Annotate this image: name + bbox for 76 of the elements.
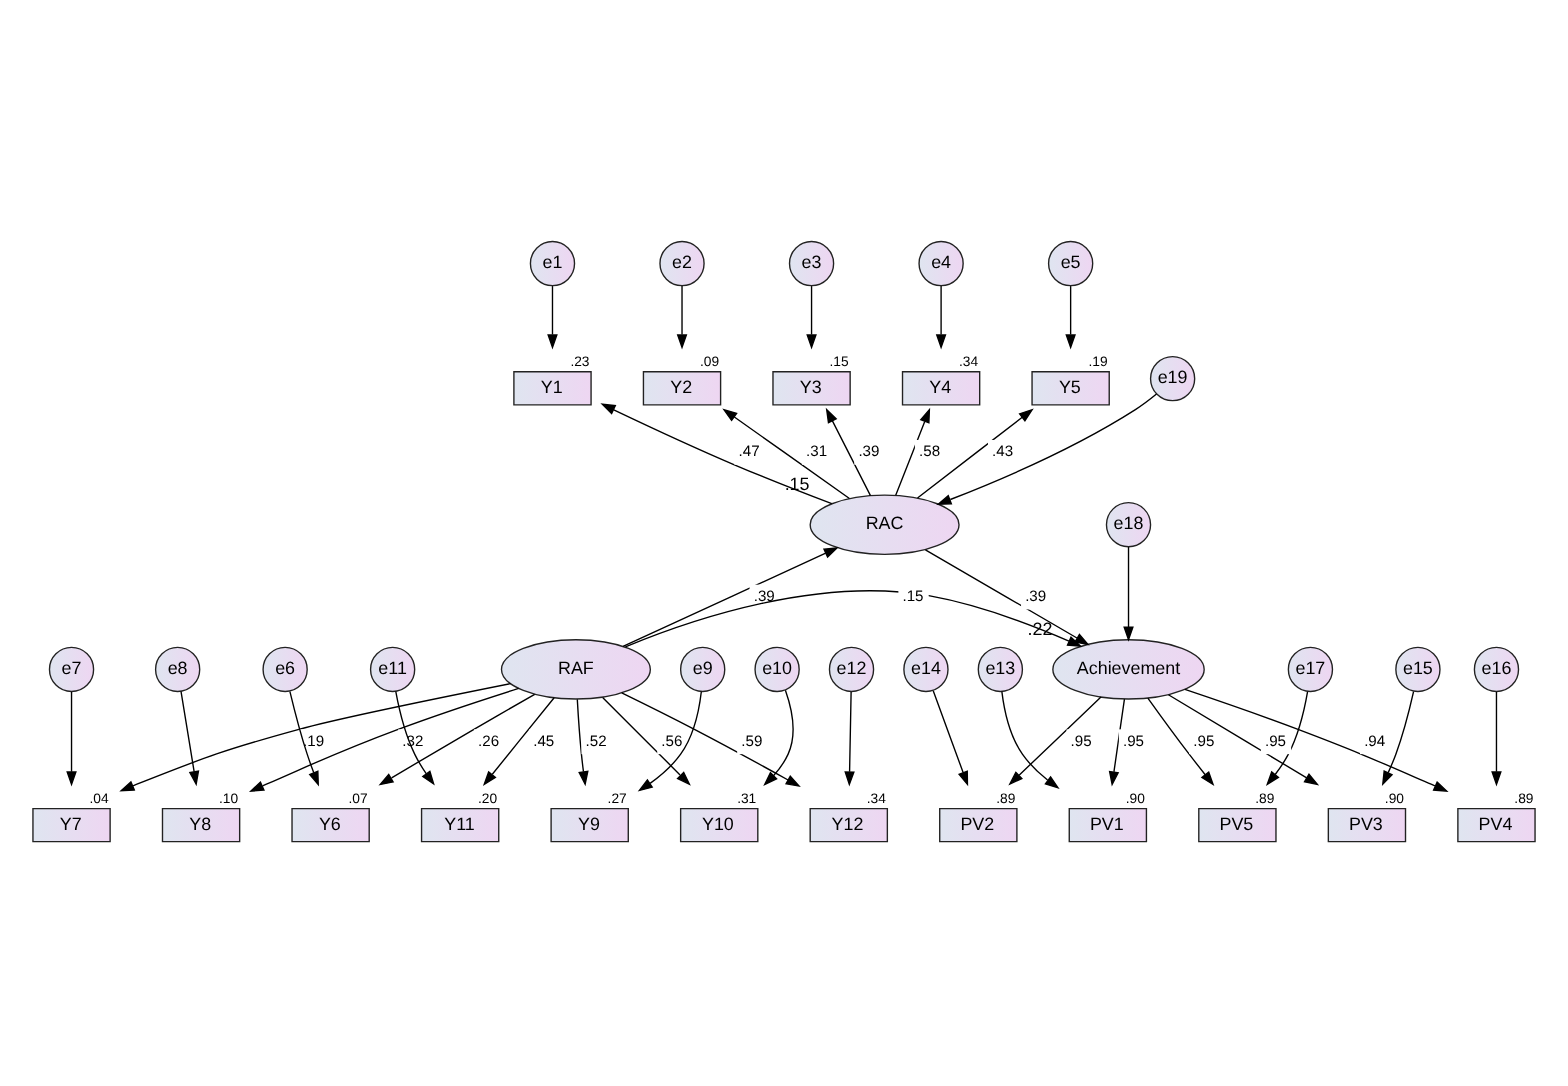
node-circle: e19: [1149, 354, 1196, 401]
arrow: [119, 681, 512, 791]
node-ellipse: RAF: [500, 638, 652, 699]
edge-label: .19: [303, 730, 325, 749]
arrow: [1108, 697, 1126, 786]
node-circle: e3: [788, 239, 835, 286]
arrow: [763, 688, 794, 785]
node-label: .15: [784, 473, 810, 494]
edge-label: .59: [741, 730, 763, 749]
arrow: [932, 689, 969, 786]
arrow: [1184, 687, 1449, 791]
edge-label: .45: [533, 730, 555, 749]
arrow: [936, 392, 1158, 504]
arrow: [378, 692, 536, 785]
node-circle: e13: [977, 645, 1024, 692]
node-circle: e18: [1105, 500, 1152, 547]
arrow: [637, 690, 702, 791]
arrow: [722, 407, 851, 499]
node-circle: e17: [1287, 645, 1334, 692]
node-circle: e11: [369, 645, 416, 692]
edge-label: .15: [902, 585, 924, 604]
edge-label: .26: [478, 730, 500, 749]
edge-label: .39: [858, 441, 880, 460]
edge-label: .95: [1070, 730, 1092, 749]
node-circle: e4: [918, 239, 964, 286]
node-circle: e16: [1473, 645, 1520, 692]
arrow: [806, 284, 817, 349]
arrow: [924, 548, 1090, 645]
edge-label: .95: [1123, 730, 1145, 749]
edge-label: .39: [753, 585, 775, 604]
arrow: [1381, 690, 1415, 785]
edge-label: .39: [1025, 585, 1047, 604]
node-ellipse: Achievement: [1052, 638, 1205, 699]
edge-label: .47: [738, 441, 760, 460]
arrow: [935, 284, 947, 349]
node-circle: e14: [903, 645, 949, 692]
node-circle: e1: [529, 239, 576, 286]
arrow: [895, 406, 931, 495]
arrow: [622, 546, 839, 647]
arrow: [66, 690, 77, 786]
arrow: [1491, 690, 1502, 786]
edge-label: .58: [919, 441, 941, 460]
arrow: [676, 284, 688, 349]
node-circle: e6: [262, 645, 308, 692]
arrow: [624, 589, 1083, 647]
arrow: [1265, 689, 1309, 785]
arrow: [576, 697, 589, 786]
node-circle: e2: [659, 239, 705, 286]
arrow: [1008, 695, 1102, 785]
edge-label: .95: [1193, 730, 1215, 749]
arrow: [825, 406, 872, 496]
edge-label: .56: [661, 730, 683, 749]
arrow: [180, 689, 200, 786]
arrow: [1065, 284, 1076, 349]
arrow: [547, 284, 558, 349]
edge-label: .52: [585, 730, 607, 749]
edge-label: .94: [1364, 730, 1386, 749]
arrow: [482, 696, 555, 785]
arrow: [621, 691, 801, 787]
node-circle: e8: [154, 645, 201, 692]
node-circle: e10: [754, 645, 800, 692]
node-circle: e12: [828, 645, 875, 692]
node-circle: e7: [48, 645, 95, 692]
arrow: [844, 690, 855, 786]
node-circle: e9: [679, 645, 726, 692]
arrow: [289, 689, 319, 786]
arrow: [1123, 545, 1134, 641]
arrow: [1147, 696, 1215, 786]
edge-label: .31: [806, 441, 828, 460]
arrow: [248, 686, 520, 791]
edge-label: .43: [992, 441, 1014, 460]
arrow: [1167, 693, 1320, 785]
node-circle: e15: [1395, 645, 1441, 692]
edge-label: .95: [1264, 730, 1286, 749]
node-circle: e5: [1047, 239, 1094, 286]
arrow: [1001, 689, 1060, 788]
